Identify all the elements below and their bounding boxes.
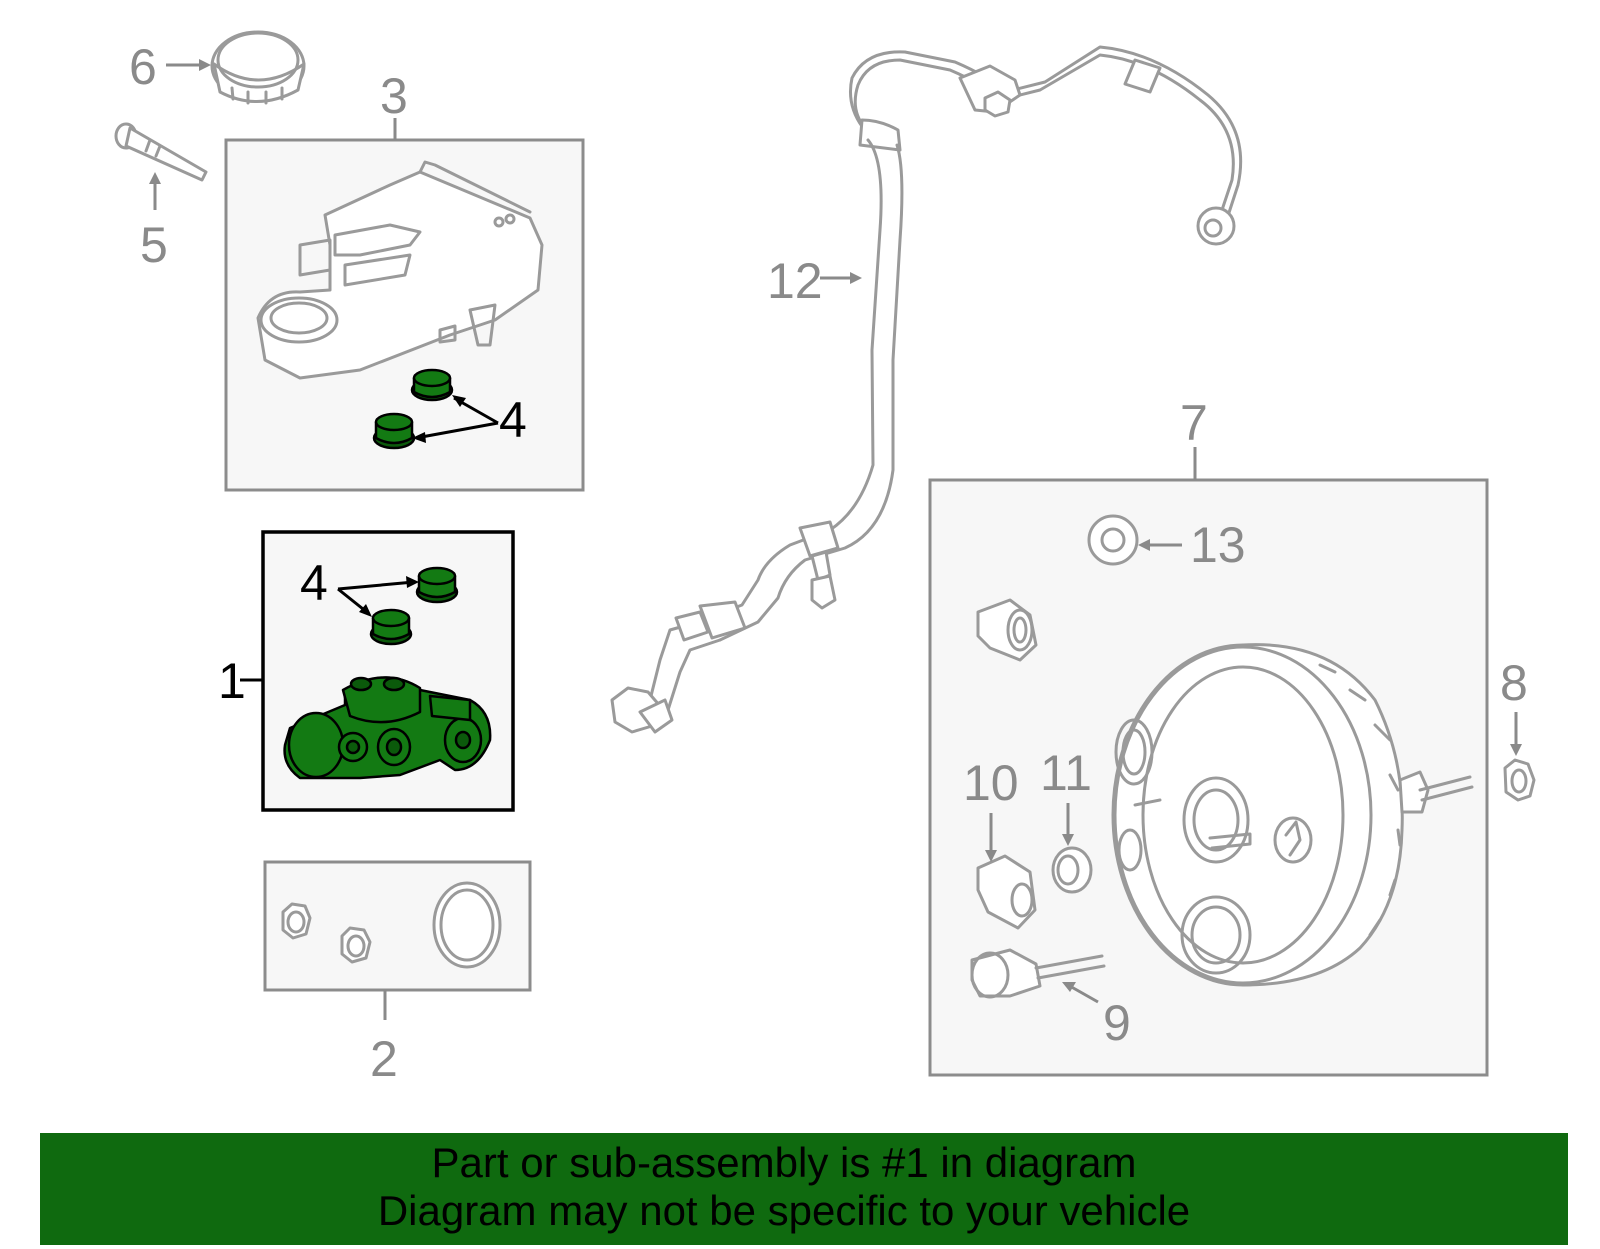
leader-4-lower-a xyxy=(337,580,415,591)
callout-6: 6 xyxy=(129,39,157,95)
callout-2: 2 xyxy=(370,1031,398,1087)
grommet-lower-b xyxy=(369,608,413,646)
callout-13: 13 xyxy=(1190,517,1246,573)
arrow-4-lower-a xyxy=(406,576,419,588)
booster-nut-part xyxy=(1503,758,1536,802)
arrow-4-upper-a xyxy=(452,395,466,407)
check-valve-part xyxy=(976,598,1038,662)
nut-b-part xyxy=(340,926,372,964)
callout-10: 10 xyxy=(963,755,1019,811)
callout-4-upper: 4 xyxy=(499,392,527,448)
leader-9 xyxy=(1067,983,1099,1004)
leader-4-upper-b xyxy=(415,421,499,440)
sensor-9-part xyxy=(970,948,1106,999)
grommet-upper-b xyxy=(372,412,416,450)
arrow-5 xyxy=(149,172,161,184)
seal-11-part xyxy=(1051,846,1093,894)
washer-part xyxy=(1087,514,1139,566)
bolt-part xyxy=(114,122,208,182)
arrow-4-upper-b xyxy=(412,432,426,443)
arrow-10 xyxy=(985,850,997,862)
reservoir-cap-part xyxy=(210,30,306,105)
arrow-9 xyxy=(1062,982,1076,992)
vacuum-hose-part xyxy=(610,45,1243,734)
o-ring-part xyxy=(432,881,502,969)
grommet-lower-a xyxy=(415,566,459,604)
arrow-4-lower-b xyxy=(359,604,372,617)
banner-line-2: Diagram may not be specific to your vehi… xyxy=(377,1187,1191,1234)
callout-5: 5 xyxy=(140,217,168,273)
callout-8: 8 xyxy=(1500,655,1528,711)
callout-9: 9 xyxy=(1103,995,1131,1051)
master-cylinder-part xyxy=(283,676,492,780)
callout-7: 7 xyxy=(1180,395,1208,451)
sensor-10-part xyxy=(976,854,1037,930)
callout-12: 12 xyxy=(767,253,823,309)
arrow-12 xyxy=(850,272,862,284)
reservoir-part xyxy=(256,160,544,380)
nut-a-part xyxy=(281,902,312,940)
callout-1: 1 xyxy=(218,653,246,709)
callout-4-lower: 4 xyxy=(300,555,328,611)
banner-line-1: Part or sub-assembly is #1 in diagram xyxy=(431,1139,1137,1186)
arrow-11 xyxy=(1062,834,1074,846)
grommet-upper-a xyxy=(410,368,454,402)
brake-booster-part xyxy=(1111,643,1474,987)
callout-3: 3 xyxy=(380,68,408,124)
arrow-13 xyxy=(1138,539,1150,551)
callout-11: 11 xyxy=(1040,745,1092,801)
arrow-6 xyxy=(199,59,211,71)
arrow-8 xyxy=(1510,744,1522,756)
info-banner: Part or sub-assembly is #1 in diagram Di… xyxy=(40,1133,1568,1245)
